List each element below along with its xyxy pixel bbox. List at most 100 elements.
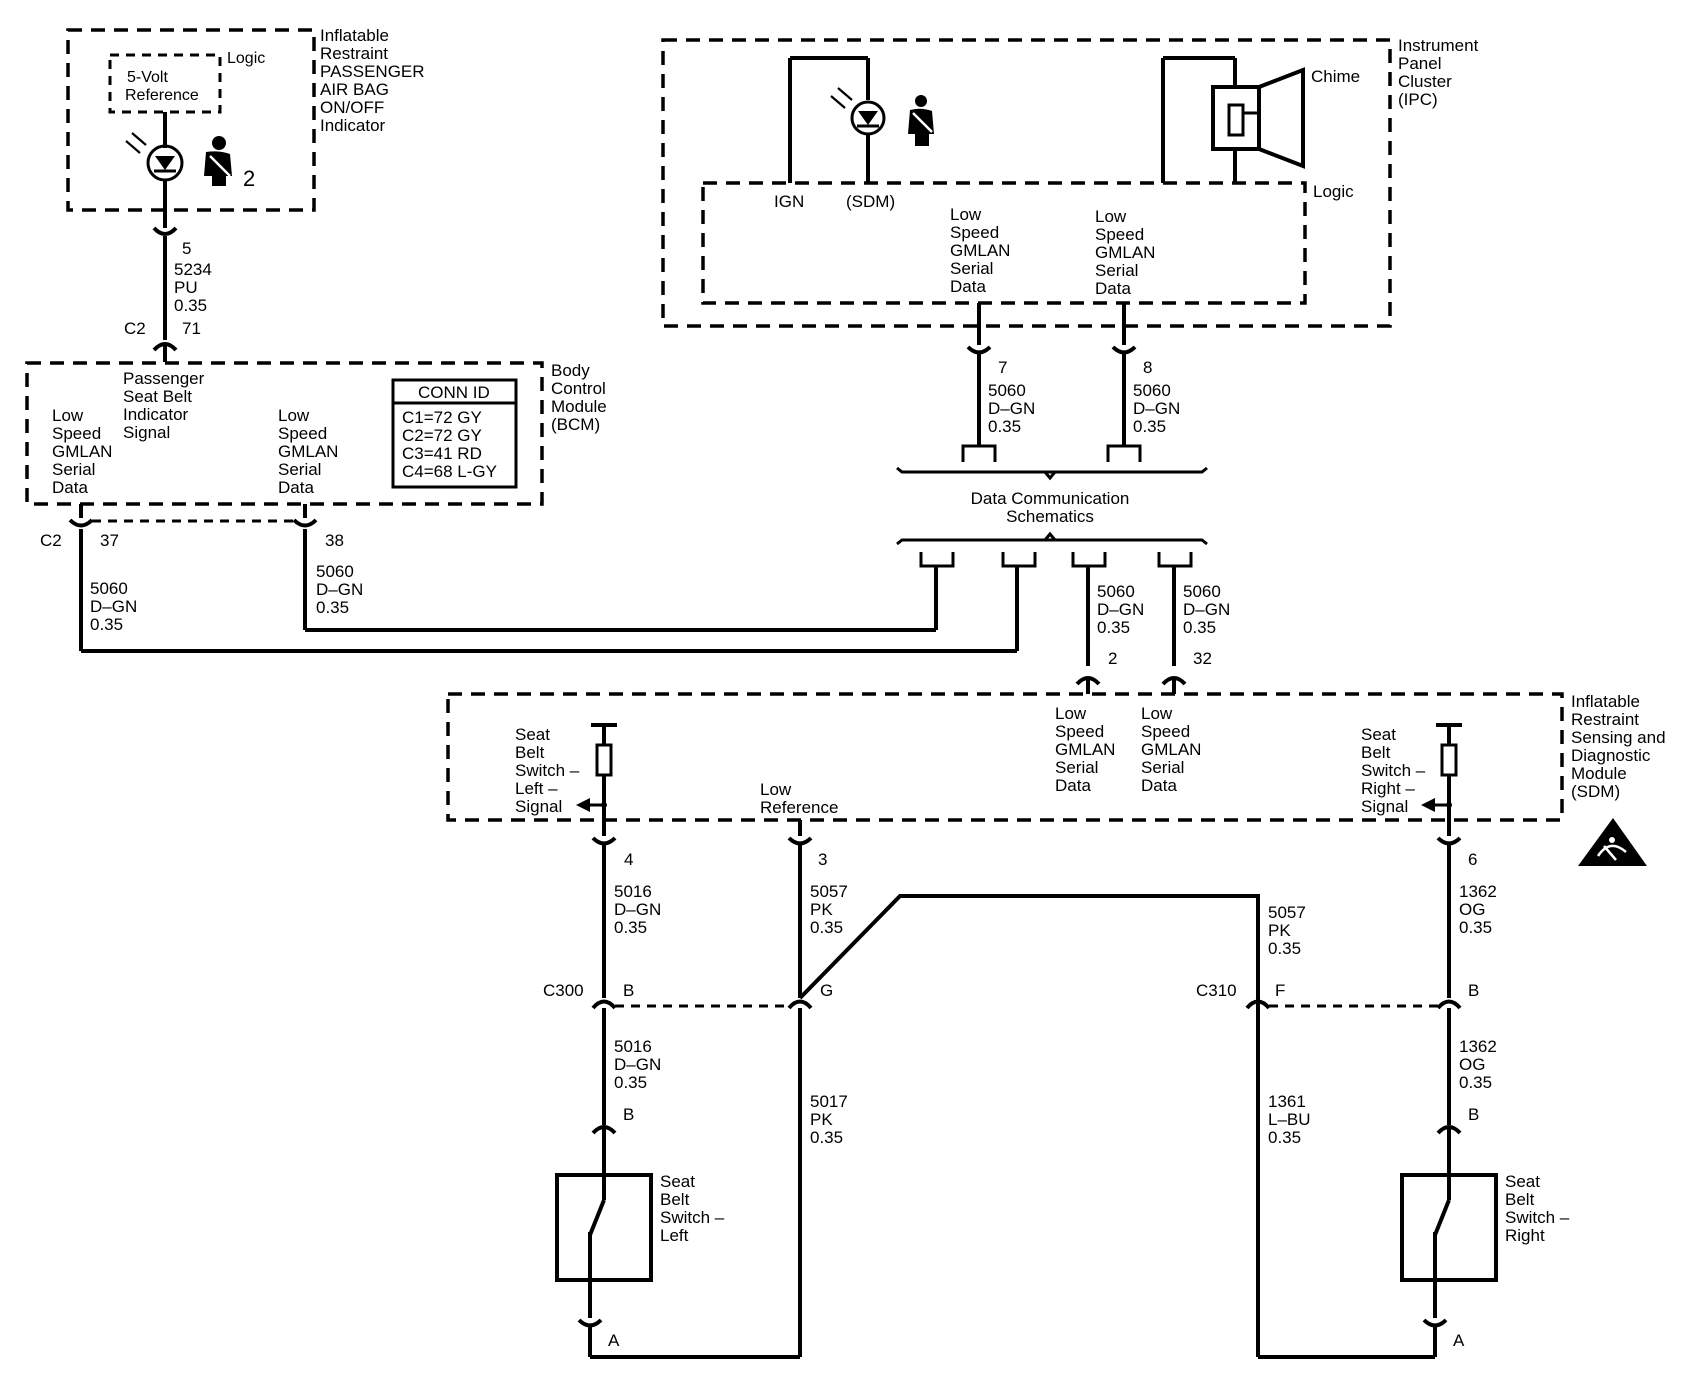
- sdm-name-4: Diagnostic: [1571, 746, 1651, 765]
- pin-switch-right-a: A: [1453, 1331, 1465, 1350]
- wire-5016-top-num: 5016: [614, 882, 652, 901]
- wire-1362-bot-gauge: 0.35: [1459, 1073, 1492, 1092]
- bcm-gmlan-b-1: Low: [278, 406, 310, 425]
- conn-id-title: CONN ID: [418, 383, 490, 402]
- sdm-left-signal-2: Belt: [515, 743, 545, 762]
- pin-switch-right-b: B: [1468, 1105, 1479, 1124]
- bcm-signal-2: Seat Belt: [123, 387, 192, 406]
- sdm-gmlan-a-5: Data: [1055, 776, 1091, 795]
- ipc-name-2: Panel: [1398, 54, 1441, 73]
- sdm-right-signal-5: Signal: [1361, 797, 1408, 816]
- wire-sdm32-num: 5060: [1183, 582, 1221, 601]
- data-comm-label-1: Data Communication: [971, 489, 1130, 508]
- sdm-label: (SDM): [846, 192, 895, 211]
- sdm-output-pins: 4 3 6: [591, 820, 1477, 869]
- wire-sdm2-gauge: 0.35: [1097, 618, 1130, 637]
- wire-ipc7-color: D–GN: [988, 399, 1035, 418]
- module-name-1: Inflatable: [320, 26, 389, 45]
- wire-5017-color: PK: [810, 1110, 833, 1129]
- reference-label-1: 5-Volt: [127, 69, 168, 86]
- sdm-module: Inflatable Restraint Sensing and Diagnos…: [446, 692, 1666, 866]
- sdm-name-5: Module: [1571, 764, 1627, 783]
- wire-bcm38-num: 5060: [316, 562, 354, 581]
- conn-id-row: C3=41 RD: [402, 444, 482, 463]
- sdm-gmlan-b-3: GMLAN: [1141, 740, 1201, 759]
- pin-c310-b: B: [1468, 981, 1479, 1000]
- wire-5016-top-color: D–GN: [614, 900, 661, 919]
- sdm-right-signal-1: Seat: [1361, 725, 1396, 744]
- wire-ipc7-num: 5060: [988, 381, 1026, 400]
- sdm-right-signal-2: Belt: [1361, 743, 1391, 762]
- pin-38: 38: [325, 531, 344, 550]
- switch-left-label-1: Seat: [660, 1172, 695, 1191]
- wire-1362-top-num: 1362: [1459, 882, 1497, 901]
- module-name-2: Restraint: [320, 44, 388, 63]
- bcm-gmlan-a-5: Data: [52, 478, 88, 497]
- ipc-gmlan-b-4: Serial: [1095, 261, 1138, 280]
- wire-5016-top-gauge: 0.35: [614, 918, 647, 937]
- data-comm-label-2: Schematics: [1006, 507, 1094, 526]
- passenger-indicator-module: 5-Volt Reference Logic Inflatable Restra…: [66, 26, 425, 228]
- wire-1361-gauge: 0.35: [1268, 1128, 1301, 1147]
- conn-id-row: C4=68 L-GY: [402, 462, 497, 481]
- wire-5234-gauge: 0.35: [174, 296, 207, 315]
- ipc-logic-label: Logic: [1313, 182, 1354, 201]
- conn-id-row: C1=72 GY: [402, 408, 482, 427]
- chime-label: Chime: [1311, 67, 1360, 86]
- sdm-gmlan-a-1: Low: [1055, 704, 1087, 723]
- bcm-name-4: (BCM): [551, 415, 600, 434]
- wire-5234-num: 5234: [174, 260, 212, 279]
- symbol-number: 2: [243, 166, 255, 191]
- sdm-left-signal-5: Signal: [515, 797, 562, 816]
- wire-bcm37-gauge: 0.35: [90, 615, 123, 634]
- conn-id-table: CONN ID C1=72 GY C2=72 GY C3=41 RD C4=68…: [391, 378, 518, 489]
- connector-c2-top: C2: [124, 319, 146, 338]
- wire-sdm2-color: D–GN: [1097, 600, 1144, 619]
- sdm-right-signal-4: Right –: [1361, 779, 1415, 798]
- wire-ipc8-num: 5060: [1133, 381, 1171, 400]
- reference-label-2: Reference: [125, 87, 199, 104]
- pin-c310-f: F: [1275, 981, 1285, 1000]
- bcm-gmlan-wires: C2 37 38 5060 D–GN 0.35 5060 D–GN 0.35: [40, 504, 1017, 653]
- pin-3: 3: [818, 850, 827, 869]
- ipc-gmlan-b-5: Data: [1095, 279, 1131, 298]
- bcm-gmlan-b-2: Speed: [278, 424, 327, 443]
- ipc-seatbelt-icon: [908, 95, 934, 146]
- logic-label: Logic: [227, 50, 265, 67]
- pin-switch-left-a: A: [608, 1331, 620, 1350]
- sdm-gmlan-b-4: Serial: [1141, 758, 1184, 777]
- wire-sdm32-color: D–GN: [1183, 600, 1230, 619]
- led-icon: [125, 112, 184, 182]
- pin-7: 7: [998, 358, 1007, 377]
- right-pullup-resistor-icon: [1421, 723, 1462, 820]
- wire-5016-bot-num: 5016: [614, 1037, 652, 1056]
- ipc-gmlan-a-3: GMLAN: [950, 241, 1010, 260]
- pin-2: 2: [1108, 649, 1117, 668]
- sdm-left-signal-4: Left –: [515, 779, 558, 798]
- switch-right-label-3: Switch –: [1505, 1208, 1570, 1227]
- bcm-gmlan-a-2: Speed: [52, 424, 101, 443]
- bcm-module: Body Control Module (BCM) Passenger Seat…: [25, 361, 607, 506]
- module-name-4: AIR BAG: [320, 80, 389, 99]
- sdm-name-1: Inflatable: [1571, 692, 1640, 711]
- wire-ipc8-color: D–GN: [1133, 399, 1180, 418]
- inline-connectors: C300 B G C310 F B: [543, 981, 1479, 1010]
- pin-4: 4: [624, 850, 633, 869]
- sdm-name-6: (SDM): [1571, 782, 1620, 801]
- sdm-right-signal-3: Switch –: [1361, 761, 1426, 780]
- pin-switch-left-b: B: [623, 1105, 634, 1124]
- switch-right-label-4: Right: [1505, 1226, 1545, 1245]
- module-name-6: Indicator: [320, 116, 386, 135]
- switch-right-label-1: Seat: [1505, 1172, 1540, 1191]
- bcm-name-2: Control: [551, 379, 606, 398]
- bcm-name-1: Body: [551, 361, 590, 380]
- sdm-low-ref-2: Reference: [760, 798, 838, 817]
- sdm-gmlan-a-3: GMLAN: [1055, 740, 1115, 759]
- wire-bcm38-color: D–GN: [316, 580, 363, 599]
- sdm-name-3: Sensing and: [1571, 728, 1666, 747]
- wire-ipc8-gauge: 0.35: [1133, 417, 1166, 436]
- module-name-5: ON/OFF: [320, 98, 384, 117]
- chime-speaker-icon: [1161, 56, 1305, 183]
- ipc-gmlan-wires: 7 5060 D–GN 0.35 8 5060 D–GN 0.35: [961, 303, 1180, 462]
